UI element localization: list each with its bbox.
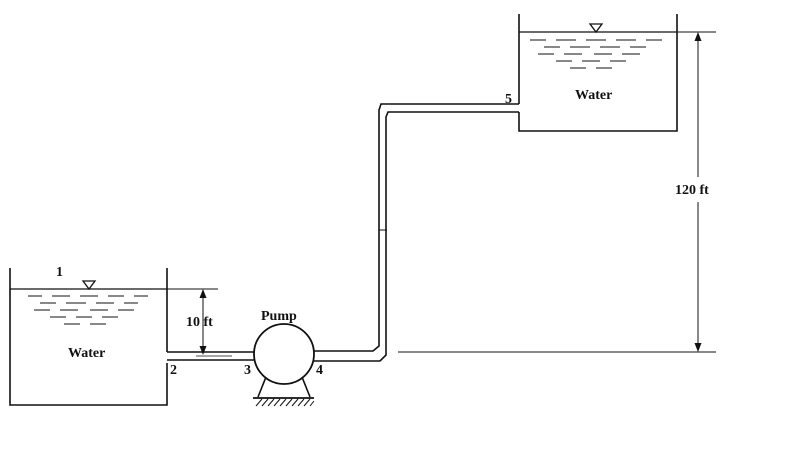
- ground-hatch-icon: [255, 398, 315, 407]
- upper-tank-label: Water: [575, 88, 612, 103]
- point-5-label: 5: [505, 92, 512, 107]
- point-2-label: 2: [170, 363, 177, 378]
- point-4-label: 4: [316, 363, 323, 378]
- upper-tank: Water: [518, 14, 678, 132]
- point-3-label: 3: [244, 363, 251, 378]
- discharge-pipe: 5: [314, 92, 519, 362]
- lower-water-ripples: [28, 295, 148, 325]
- upper-tank-walls: [518, 14, 678, 132]
- water-level-triangle-icon: [81, 280, 97, 291]
- upper-water-ripples: [530, 39, 662, 69]
- pump-label: Pump: [261, 309, 297, 324]
- suction-pipe: 3: [167, 351, 255, 378]
- lower-height-label: 10 ft: [186, 315, 213, 330]
- pump-icon: Pump 4: [253, 309, 323, 407]
- lower-tank: 1 Water 2: [9, 265, 177, 406]
- water-level-triangle-icon: [588, 23, 604, 34]
- point-1-label: 1: [56, 265, 63, 280]
- dimension-10ft: 10 ft: [167, 288, 218, 355]
- lower-tank-walls: [9, 268, 168, 406]
- upper-height-label: 120 ft: [675, 183, 709, 198]
- lower-tank-label: Water: [68, 346, 105, 361]
- dimension-120ft: 120 ft: [398, 31, 716, 353]
